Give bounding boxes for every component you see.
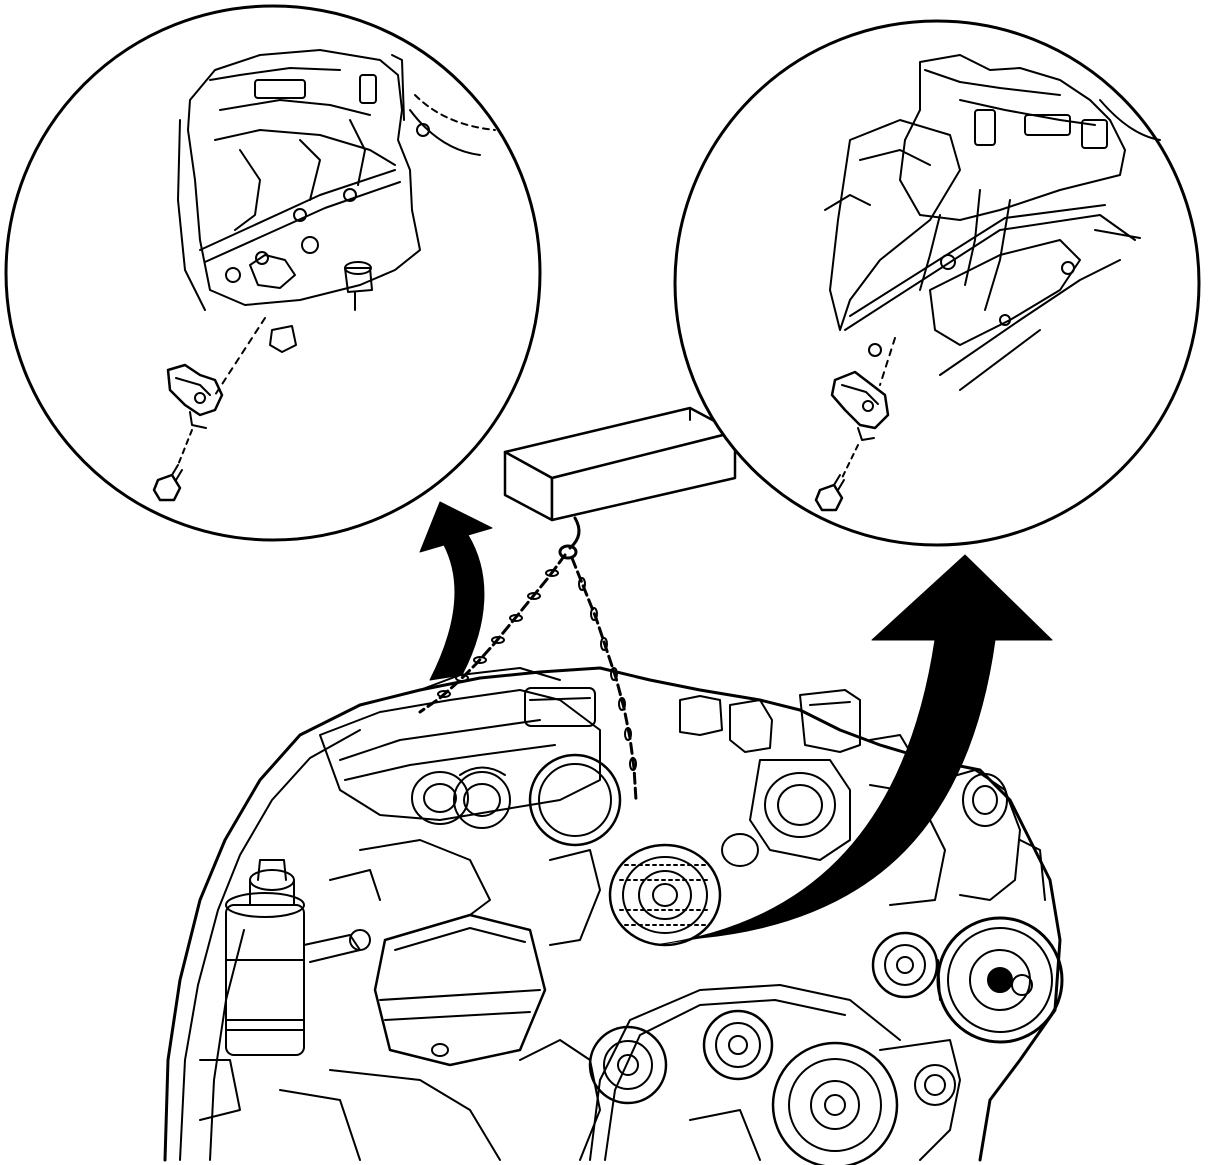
left-sensor-bolt xyxy=(152,464,183,502)
right-camshaft-position-sensor xyxy=(830,370,890,441)
right-callout-arrow xyxy=(654,554,1053,946)
oil-filter-housing xyxy=(225,859,305,1056)
lifting-beam xyxy=(503,406,737,522)
power-steering-pulley xyxy=(871,931,939,999)
accessory-drive xyxy=(588,916,1064,1165)
water-pump-pulley xyxy=(936,916,1064,1044)
alternator xyxy=(608,843,722,947)
crankshaft-pulley xyxy=(771,1041,899,1165)
left-camshaft-position-sensor xyxy=(166,363,224,429)
engine-assembly xyxy=(163,666,1064,1165)
oil-filler-cap xyxy=(528,753,622,847)
right-detail-view xyxy=(673,19,1201,547)
engine-block-front xyxy=(373,913,547,1067)
throttle-body xyxy=(411,766,511,829)
left-detail-view xyxy=(4,4,542,542)
tensioner-pulley xyxy=(702,1009,774,1081)
left-callout-arrow xyxy=(419,501,493,681)
idler-pulley xyxy=(588,1025,668,1105)
right-sensor-bolt xyxy=(814,474,845,512)
lifting-chain xyxy=(418,516,638,802)
